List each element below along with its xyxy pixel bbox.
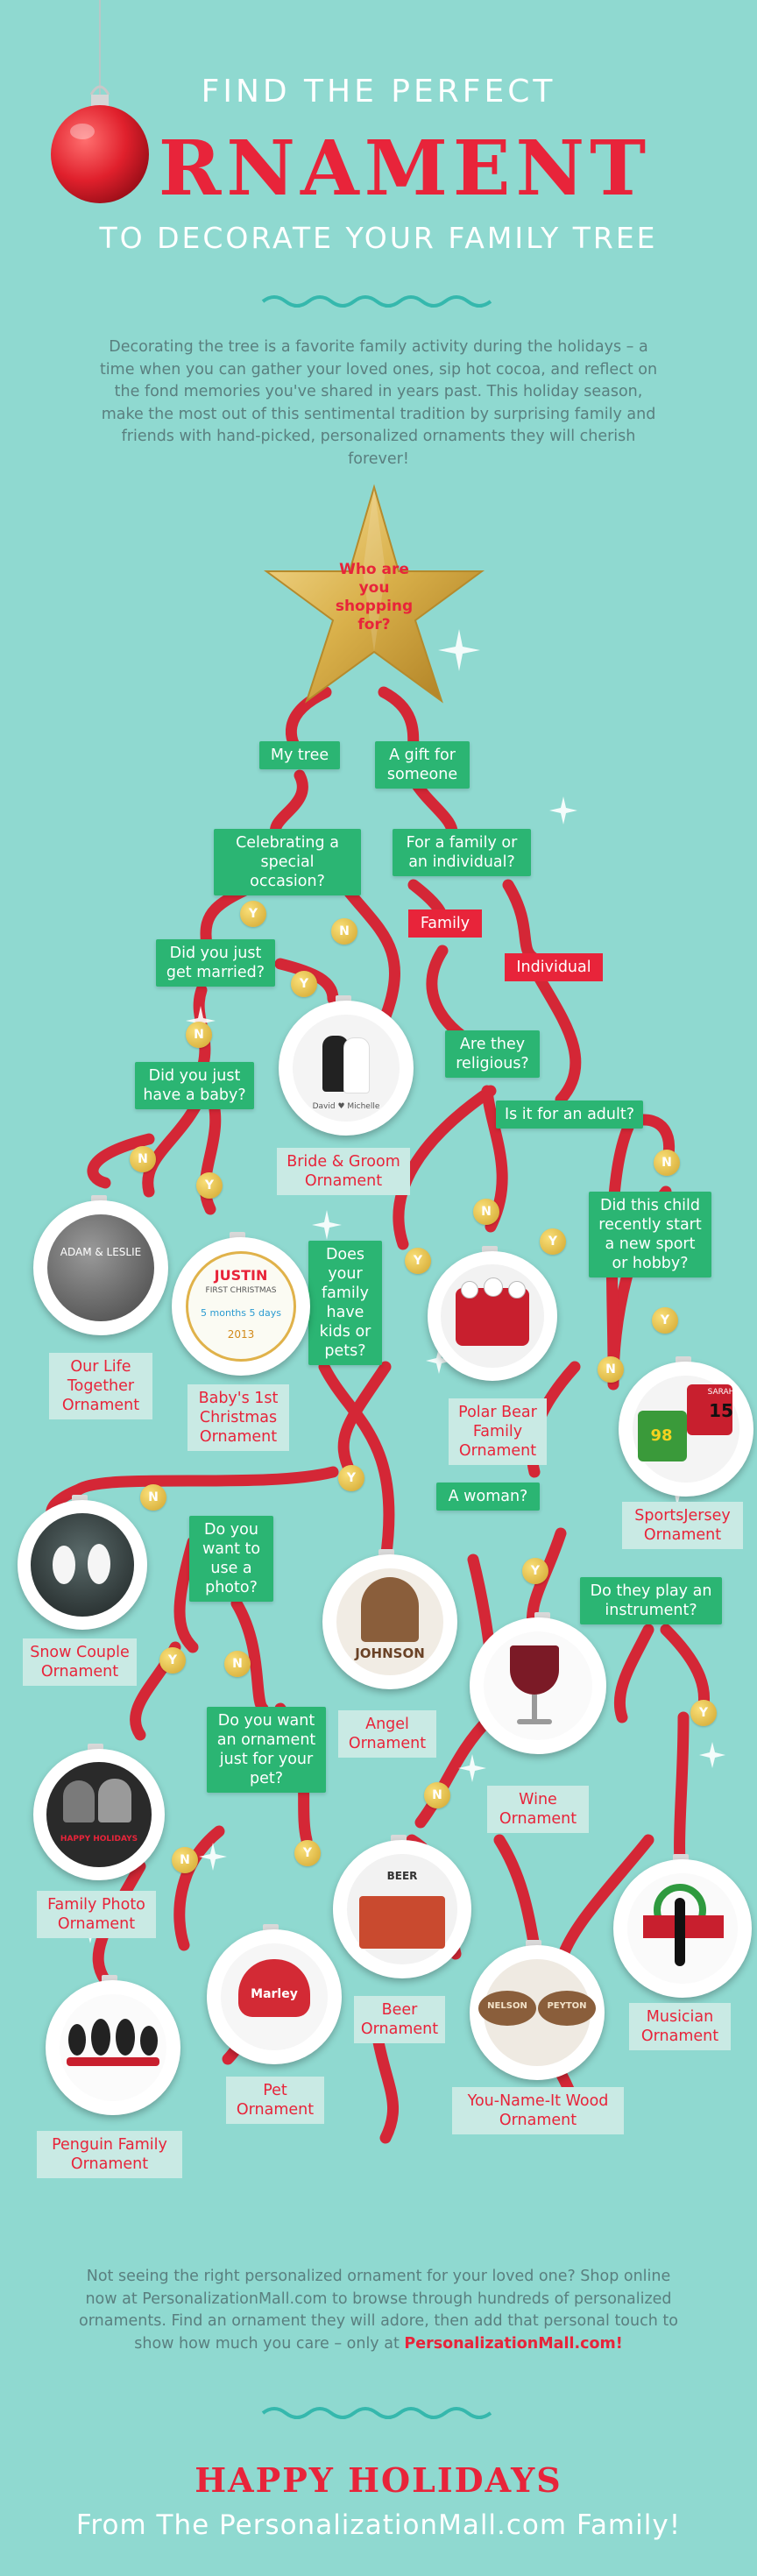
badge-celebrating-yes: Y bbox=[240, 901, 266, 927]
question-woman: A woman? bbox=[436, 1483, 540, 1511]
outro-link[interactable]: PersonalizationMall.com! bbox=[404, 2334, 623, 2353]
badge-photo-no: N bbox=[224, 1651, 251, 1677]
badge-celebrating-no: N bbox=[331, 918, 357, 945]
star-question: Who are you shopping for? bbox=[335, 561, 414, 633]
result-baby: Baby's 1st Christmas Ornament bbox=[187, 1384, 289, 1451]
ornament-pet-name: Marley bbox=[251, 1987, 298, 2001]
ornament-angel: JOHNSON bbox=[322, 1554, 457, 1689]
question-religious: Are they religious? bbox=[445, 1030, 540, 1078]
question-sport: Did this child recently start a new spor… bbox=[589, 1192, 711, 1277]
ornament-beer: BEER bbox=[333, 1840, 471, 1978]
ornament-wood-left: NELSON bbox=[487, 2001, 527, 2011]
intro-paragraph: Decorating the tree is a favorite family… bbox=[99, 338, 658, 468]
header-line-1: FIND THE PERFECT bbox=[201, 74, 556, 110]
ornament-pet: Marley bbox=[207, 1929, 342, 2064]
question-pet-ornament: Do you want an ornament just for your pe… bbox=[207, 1707, 326, 1793]
ornament-our-life-text: ADAM & LESLIE bbox=[60, 1246, 142, 1258]
question-adult: Is it for an adult? bbox=[496, 1100, 643, 1129]
question-celebrating: Celebrating a special occasion? bbox=[214, 829, 361, 895]
badge-pet-yes: Y bbox=[294, 1840, 321, 1866]
badge-adult-yes: Y bbox=[540, 1228, 566, 1255]
header-ornament-word: RNAMENT bbox=[158, 124, 652, 213]
badge-married-no: N bbox=[186, 1022, 212, 1048]
ornament-family-photo-caption: HAPPY HOLIDAYS bbox=[60, 1835, 138, 1844]
question-married: Did you just get married? bbox=[156, 939, 275, 987]
outro-text: Not seeing the right personalized orname… bbox=[79, 2268, 678, 2353]
ornament-bride-groom: David ♥ Michelle bbox=[279, 1001, 414, 1136]
ornament-beer-sign: BEER bbox=[386, 1870, 418, 1882]
badge-woman-no: N bbox=[424, 1782, 450, 1808]
ornament-baby-name: JUSTIN bbox=[214, 1267, 268, 1284]
ornament-jersey-name: SARAH bbox=[707, 1388, 735, 1397]
ornament-snow-couple bbox=[18, 1500, 147, 1630]
outro-paragraph: Not seeing the right personalized orname… bbox=[72, 2266, 685, 2355]
ornament-jersey-number: 15 bbox=[709, 1400, 733, 1421]
ornament-sports-jersey: SARAH 15 98 bbox=[619, 1362, 753, 1497]
question-baby: Did you just have a baby? bbox=[135, 1062, 254, 1109]
header-line-3: TO DECORATE YOUR FAMILY TREE bbox=[99, 221, 658, 255]
ornament-wood-right: PEYTON bbox=[547, 2001, 587, 2011]
wave-divider-top bbox=[261, 295, 492, 308]
ornament-you-name-it: NELSON PEYTON bbox=[470, 1945, 605, 2080]
result-wine: Wine Ornament bbox=[487, 1786, 589, 1833]
ornament-musician bbox=[613, 1859, 752, 1998]
ornament-jersey-green: 98 bbox=[650, 1426, 673, 1445]
ornament-angel-name: JOHNSON bbox=[355, 1645, 425, 1661]
ornament-baby-age: 5 months 5 days bbox=[201, 1307, 281, 1319]
badge-baby-yes: Y bbox=[196, 1172, 223, 1199]
badge-sport-no: N bbox=[598, 1356, 624, 1383]
ornament-baby: JUSTIN FIRST CHRISTMAS 5 months 5 days 2… bbox=[172, 1237, 310, 1376]
result-beer: Beer Ornament bbox=[354, 1996, 445, 2043]
ornament-polar-bear bbox=[428, 1251, 557, 1381]
badge-sport-yes: Y bbox=[652, 1307, 678, 1334]
result-sports-jersey: SportsJersey Ornament bbox=[622, 1502, 743, 1549]
badge-pet-no: N bbox=[172, 1847, 198, 1873]
badge-kids-yes: Y bbox=[338, 1465, 364, 1491]
badge-woman-yes: Y bbox=[522, 1558, 548, 1584]
question-gift: A gift for someone bbox=[375, 741, 470, 789]
result-musician: Musician Ornament bbox=[629, 2003, 731, 2050]
result-family-photo: Family Photo Ornament bbox=[37, 1891, 156, 1938]
choice-family: Family bbox=[408, 909, 482, 938]
header-ball-ornament bbox=[51, 0, 149, 203]
question-family-or-individual: For a family or an individual? bbox=[393, 829, 531, 876]
badge-adult-no: N bbox=[654, 1150, 680, 1176]
badge-baby-no: N bbox=[130, 1146, 156, 1172]
badge-religious-no: N bbox=[473, 1199, 499, 1225]
ornament-family-photo: HAPPY HOLIDAYS bbox=[33, 1749, 165, 1880]
question-instrument: Do they play an instrument? bbox=[580, 1577, 722, 1624]
badge-religious-yes: Y bbox=[405, 1248, 431, 1274]
ornament-our-life: ADAM & LESLIE bbox=[33, 1200, 168, 1335]
choice-individual: Individual bbox=[505, 953, 603, 981]
wave-divider-bottom bbox=[261, 2407, 492, 2419]
footer-happy-holidays: HAPPY HOLIDAYS bbox=[195, 2460, 562, 2500]
ornament-wine bbox=[470, 1617, 606, 1754]
ornament-bride-groom-text: David ♥ Michelle bbox=[312, 1102, 380, 1111]
badge-photo-yes: Y bbox=[159, 1647, 186, 1674]
ornament-baby-year: 2013 bbox=[227, 1328, 255, 1341]
badge-married-yes: Y bbox=[291, 971, 317, 997]
badge-kids-no: N bbox=[140, 1484, 166, 1511]
result-our-life: Our Life Together Ornament bbox=[49, 1353, 152, 1419]
question-kids-pets: Does your family have kids or pets? bbox=[308, 1241, 382, 1365]
result-angel: Angel Ornament bbox=[338, 1710, 436, 1758]
ornament-penguin bbox=[46, 1980, 180, 2115]
question-photo: Do you want to use a photo? bbox=[189, 1516, 273, 1602]
result-penguin: Penguin Family Ornament bbox=[37, 2131, 182, 2178]
result-you-name-it: You-Name-It Wood Ornament bbox=[452, 2087, 624, 2134]
ornament-baby-line: FIRST CHRISTMAS bbox=[205, 1286, 277, 1295]
result-polar-bear: Polar Bear Family Ornament bbox=[449, 1398, 547, 1465]
question-my-tree: My tree bbox=[259, 741, 340, 769]
result-snow-couple: Snow Couple Ornament bbox=[23, 1638, 137, 1686]
result-pet: Pet Ornament bbox=[226, 2077, 324, 2124]
footer-from-family: From The PersonalizationMall.com Family! bbox=[75, 2509, 682, 2541]
badge-instrument-yes: Y bbox=[690, 1700, 717, 1726]
tree-top-star bbox=[263, 484, 485, 704]
result-bride-groom: Bride & Groom Ornament bbox=[277, 1148, 410, 1195]
